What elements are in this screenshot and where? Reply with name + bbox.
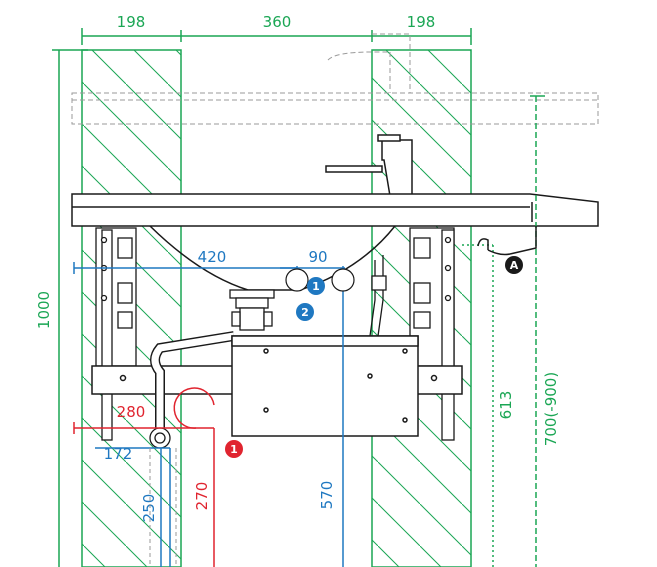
towel-hook (477, 226, 537, 256)
dim-waste-radius: 280 (117, 403, 146, 421)
dim-drain-offset: 420 (198, 248, 227, 266)
supply-valve-hot (285, 268, 309, 292)
dim-trap-offset: 172 (104, 445, 133, 463)
svg-text:1: 1 (312, 280, 320, 293)
dim-wall-left: 198 (117, 13, 146, 31)
control-box (231, 335, 419, 437)
supply-hoses (369, 255, 387, 337)
faucet (325, 134, 413, 197)
supply-valve-cold (331, 268, 355, 292)
frame-left (95, 227, 137, 441)
dim-height-613: 613 (497, 391, 515, 420)
dim-supply-spacing: 90 (308, 248, 327, 266)
height-lines-right (462, 95, 545, 567)
basin-upper-dashed (71, 33, 599, 125)
dim-center-gap: 360 (263, 13, 292, 31)
svg-text:2: 2 (301, 306, 309, 319)
svg-text:A: A (510, 259, 519, 272)
dim-height-range: 700(-900) (542, 372, 560, 446)
height-dimension-line (52, 49, 88, 567)
dim-wall-right: 198 (407, 13, 436, 31)
marker-1-red: 1 (225, 440, 243, 458)
marker-a: A (505, 256, 523, 274)
svg-text:1: 1 (230, 443, 238, 456)
blue-dimension-lines (73, 262, 345, 567)
trap-dashed-lines (149, 448, 177, 567)
dim-total-height: 1000 (35, 291, 53, 329)
basin (71, 193, 599, 291)
dim-hot-height: 270 (193, 482, 211, 511)
marker-1-blue: 1 (307, 277, 325, 295)
top-dimension-line (81, 28, 472, 45)
dim-trap-height: 250 (140, 494, 158, 523)
marker-2-blue: 2 (296, 303, 314, 321)
red-dimension-lines (73, 387, 215, 567)
drain-assembly (149, 289, 275, 449)
dim-cold-height: 570 (318, 481, 336, 510)
